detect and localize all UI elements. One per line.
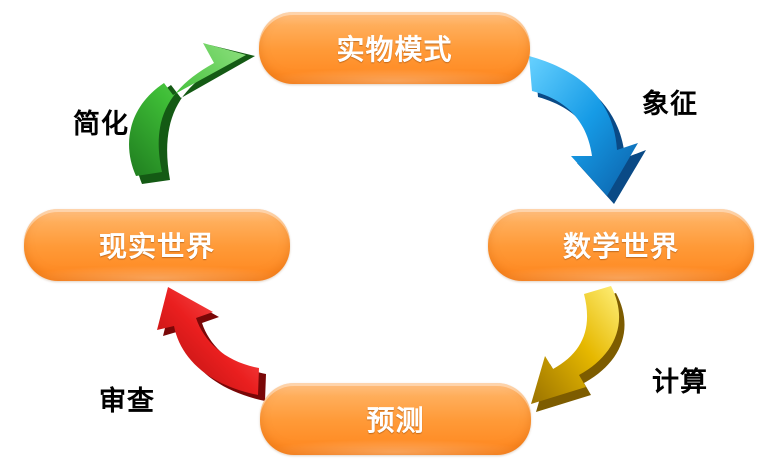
edge-label-simplify: 简化 [73, 109, 129, 140]
compute-arrow [531, 286, 625, 412]
simplify-arrow [129, 43, 255, 184]
symbolize-arrow [529, 56, 646, 204]
node-physical-model-label: 实物模式 [336, 33, 453, 66]
node-prediction: 预测 [260, 383, 531, 455]
edge-label-symbolize: 象征 [642, 89, 698, 120]
node-prediction-label: 预测 [366, 404, 425, 437]
edge-label-review: 审查 [99, 386, 155, 417]
node-real-world-label: 现实世界 [98, 230, 215, 263]
node-math-world: 数学世界 [488, 209, 754, 281]
node-math-world-label: 数学世界 [562, 230, 679, 263]
edge-label-compute: 计算 [652, 367, 708, 398]
review-arrow [157, 287, 266, 401]
node-physical-model: 实物模式 [259, 12, 530, 84]
node-real-world: 现实世界 [24, 209, 290, 281]
